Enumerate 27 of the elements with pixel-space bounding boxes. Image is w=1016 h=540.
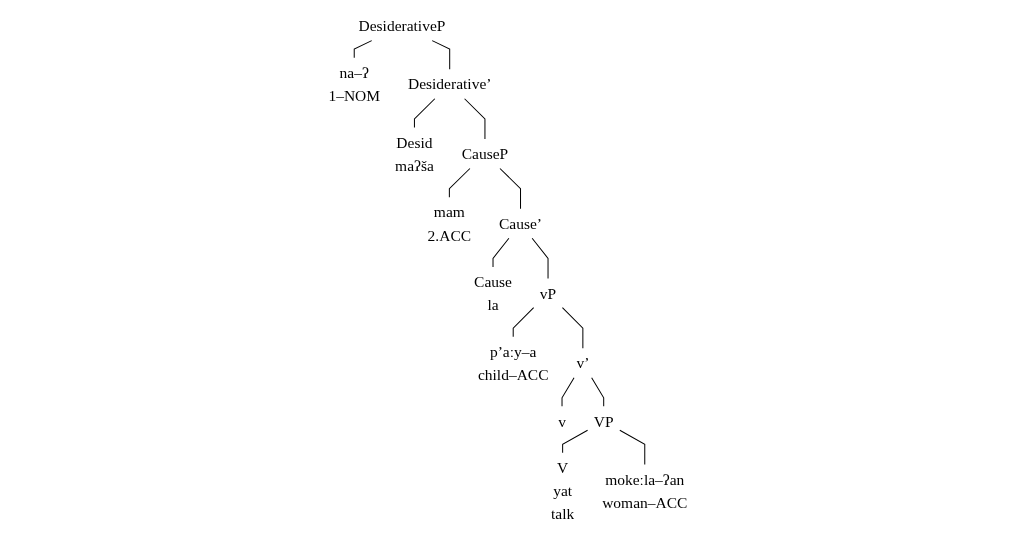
connector [531, 237, 549, 280]
node-text: v’ [576, 354, 590, 372]
connector [562, 307, 584, 349]
node-text: CauseP [461, 145, 509, 163]
node-text: Cause la [474, 273, 513, 314]
connector [448, 168, 471, 198]
node-text: Cause’ [499, 214, 543, 233]
connector [353, 40, 373, 59]
node-text: V yat talk [551, 459, 575, 523]
node-text: mam 2.ACC [427, 203, 472, 244]
node-text: na–ʔ 1–NOM [328, 63, 381, 105]
node-text: p’aːy–a child–ACC [478, 342, 549, 384]
node-text: VP [593, 412, 614, 430]
connector [492, 237, 510, 268]
node-text: v [558, 412, 566, 430]
connector [561, 377, 575, 407]
node-text: vP [539, 284, 557, 302]
node-text: mokeːla–ʔan woman–ACC [602, 470, 688, 511]
connector [414, 98, 436, 128]
node-text: Desiderative’ [408, 75, 492, 93]
connector [512, 307, 535, 338]
connector [464, 98, 486, 140]
connector [499, 168, 522, 210]
node-text: DesiderativeP [358, 17, 446, 35]
connector [591, 377, 605, 407]
node-text: Desid maʔša [395, 133, 434, 174]
connector [562, 429, 589, 454]
